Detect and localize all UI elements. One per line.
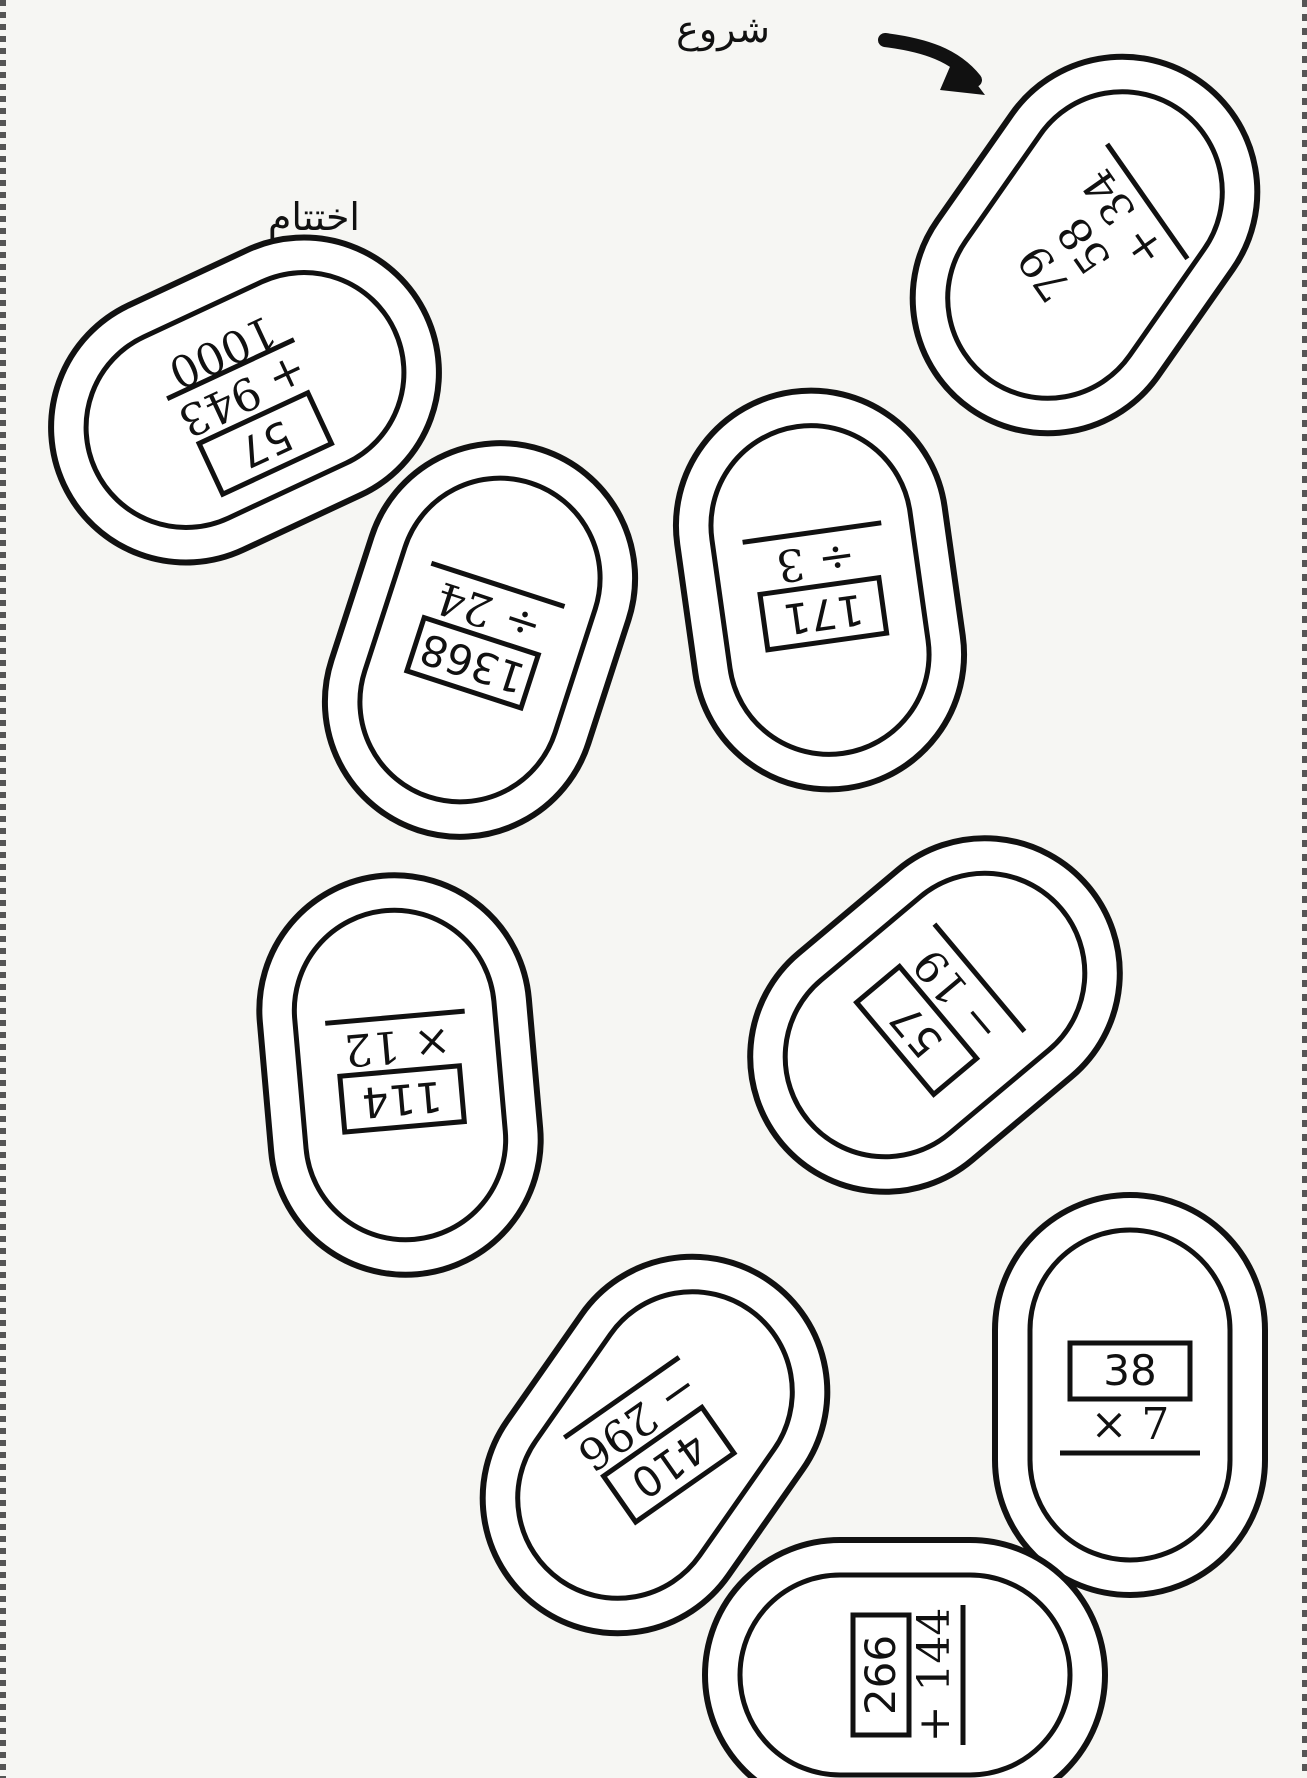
chain-link-4: 38× 7: [995, 1195, 1265, 1595]
chain-link-7: 114× 12: [248, 864, 552, 1286]
answer-value: 266: [856, 1635, 905, 1715]
chain-link-5: 266+ 144: [705, 1540, 1105, 1778]
problem-link-5: 266+ 144: [853, 1605, 963, 1745]
answer-value: 38: [1103, 1346, 1156, 1395]
start-label: شروع: [676, 7, 770, 52]
answer-value: 114: [360, 1072, 444, 1128]
problem-line: ÷ 3: [773, 530, 858, 591]
problem-line: × 12: [342, 1016, 453, 1076]
chain-link-3: 57− 19: [695, 783, 1175, 1247]
chain-link-2: 171÷ 3: [658, 373, 981, 807]
start-arrow-icon: [885, 40, 985, 95]
problem-line: + 144: [909, 1608, 960, 1743]
problem-line: × 7: [1091, 1399, 1170, 1450]
end-label: اختتام: [268, 195, 360, 239]
